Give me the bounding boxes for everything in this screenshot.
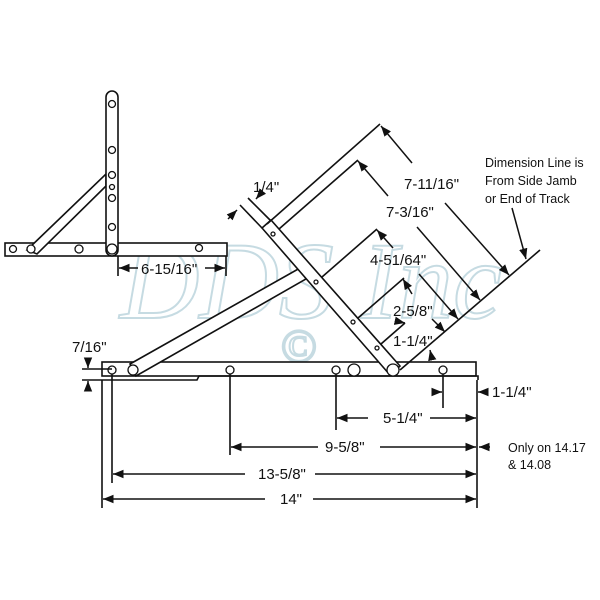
track-dim-14: 14": [280, 491, 302, 508]
track-dim-9-5-8: 9-5/8": [325, 439, 365, 456]
dimension-baseline: [399, 249, 541, 371]
main-track: [101, 361, 479, 381]
small-support-arm: [25, 172, 107, 255]
arm-dim-1-1-4: 1-1/4": [393, 333, 433, 350]
arm-dim-2-5-8: 2-5/8": [393, 303, 433, 320]
track-dim-5-1-4: 5-1/4": [383, 410, 423, 427]
dimension-note-line-1: Dimension Line is: [485, 156, 584, 170]
arm-dim-7-3-16: 7-3/16": [386, 204, 434, 221]
track-height-label: 7/16": [72, 339, 107, 356]
arm-dim-4-51-64: 4-51/64": [370, 252, 426, 269]
only-note-line-1: Only on 14.17: [508, 441, 586, 455]
arm-dim-7-11-16: 7-11/16": [404, 176, 459, 193]
track-dim-13-5-8: 13-5/8": [258, 466, 306, 483]
dimension-note-line-2: From Side Jamb: [485, 174, 577, 188]
track-offset-label: 1-1/4": [492, 384, 532, 401]
arm-width-label: 1/4": [253, 179, 279, 196]
closed-hinge-view: 6-15/16": [4, 90, 228, 278]
small-dimension-label: 6-15/16": [141, 261, 197, 278]
only-note-line-2: & 14.08: [508, 458, 551, 472]
dimension-note-line-3: or End of Track: [485, 192, 571, 206]
